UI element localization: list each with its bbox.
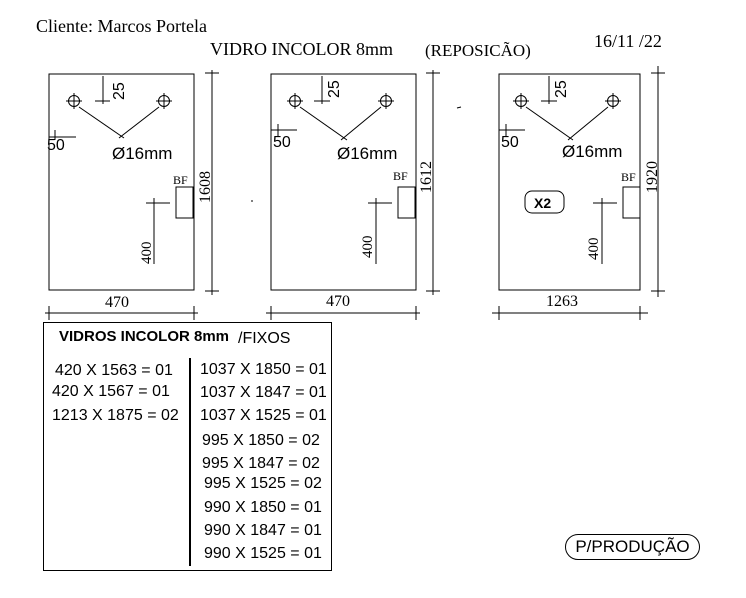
fixos-left-item: 1213 X 1875 = 02 [52,407,179,424]
panel-2-bf-cutout [397,186,416,219]
panel-3 [492,66,665,320]
panel-2-offset-left: 50 [273,134,291,151]
fixos-left-item: 420 X 1563 = 01 [55,362,173,379]
panel-3-bf-cutout [622,186,641,219]
panel-1-outline [48,73,195,291]
fixos-right-item: 990 X 1850 = 01 [204,499,322,516]
date-label: 16/11 /22 [594,31,662,51]
fixos-title-suffix: /FIXOS [238,330,291,347]
panel-3-height: 1920 [644,161,661,193]
panel-1-offset-top: 25 [111,82,128,100]
glass-type-title: VIDRO INCOLOR 8mm [210,39,393,59]
fixos-list-box [43,322,332,571]
panel-3-outline [498,73,641,291]
client-name: Cliente: Marcos Portela [36,16,207,36]
panel-1-height: 1608 [197,171,214,203]
reposicao-label: (REPOSICÃO) [425,41,531,60]
fixos-left-item: 420 X 1567 = 01 [52,383,170,400]
fixos-right-item: 995 X 1847 = 02 [202,455,320,472]
panel-3-bf-label: BF [621,170,636,184]
panel-2-width: 470 [326,293,350,310]
panel-2-bf-height: 400 [360,236,376,259]
panel-1-hole-label: Ø16mm [112,144,172,163]
panel-3-width: 1263 [546,293,578,310]
fixos-title: VIDROS INCOLOR 8mm [59,328,230,345]
panel-3-badge: X2 [534,195,551,211]
panel-1-width: 470 [105,294,129,311]
panel-2-bf-label: BF [393,169,408,183]
panel-1-bf-cutout [175,186,194,219]
fixos-right-item: 995 X 1525 = 02 [204,475,322,492]
panel-2-hole-label: Ø16mm [337,144,397,163]
panel-3-offset-left: 50 [501,134,519,151]
panel-3-offset-top: 25 [553,80,570,98]
panel-3-badge-box [524,190,565,214]
fixos-right-item: 1037 X 1847 = 01 [200,384,327,401]
fixos-right-item: 1037 X 1525 = 01 [200,407,327,424]
panel-1-offset-left: 50 [47,137,65,154]
panel-1-bf-label: BF [173,173,188,187]
production-stamp: P/PRODUÇÃO [565,534,700,560]
fixos-right-item: 990 X 1847 = 01 [204,522,322,539]
panel-2 [266,70,440,320]
fixos-column-divider [189,358,191,566]
fixos-right-item: 995 X 1850 = 02 [202,432,320,449]
panel-2-offset-top: 25 [326,80,343,98]
panel-1 [45,70,219,320]
fixos-right-item: 1037 X 1850 = 01 [200,361,327,378]
panel-2-height: 1612 [418,161,435,193]
panel-3-bf-height: 400 [586,238,602,261]
panel-2-outline [270,73,417,291]
panel-1-bf-height: 400 [139,242,155,265]
panel-3-hole-label: Ø16mm [562,142,622,161]
fixos-right-item: 990 X 1525 = 01 [204,545,322,562]
